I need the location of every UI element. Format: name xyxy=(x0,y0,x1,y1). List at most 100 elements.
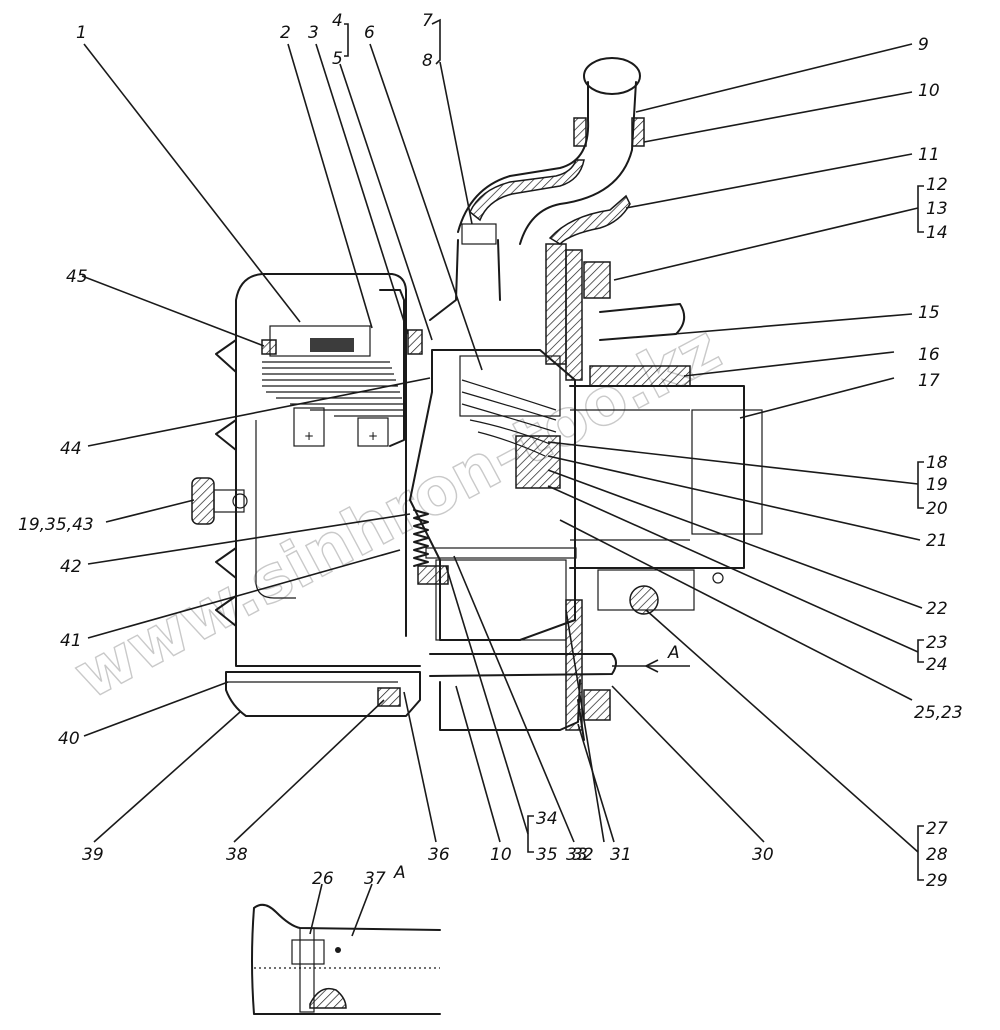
callout-22: 22 xyxy=(926,599,948,619)
motor-clamp xyxy=(261,339,277,355)
callout-3: 3 xyxy=(308,23,319,43)
callout-18: 18 xyxy=(926,453,948,473)
pump-body xyxy=(569,385,745,569)
callout-37: 37 xyxy=(364,869,386,889)
detail-clip xyxy=(291,939,325,965)
callout-31: 31 xyxy=(610,845,632,865)
callout-4: 4 xyxy=(332,11,343,31)
callout-5: 5 xyxy=(332,49,343,69)
bottom-pan xyxy=(225,671,421,717)
callout-17: 17 xyxy=(918,371,940,391)
callout-16: 16 xyxy=(918,345,940,365)
callout-24: 24 xyxy=(926,655,948,675)
mount-bolt-upper xyxy=(583,261,611,299)
callout-labels: 1 2 3 4 5 6 7 8 9 10 11 12 13 14 15 16 1… xyxy=(18,11,963,891)
pipe-clamp-left xyxy=(573,117,587,147)
callout-10-lower: 10 xyxy=(490,845,512,865)
base-stem xyxy=(577,699,585,741)
leader-lines xyxy=(81,18,924,881)
svg-text:+: + xyxy=(304,429,314,443)
callout-36: 36 xyxy=(428,845,450,865)
callout-10: 10 xyxy=(918,81,940,101)
callout-33: 33 xyxy=(566,845,588,865)
callout-38: 38 xyxy=(226,845,248,865)
lower-chamber xyxy=(435,559,567,641)
callout-40: 40 xyxy=(58,729,80,749)
callout-20: 20 xyxy=(926,499,948,519)
terminal-block-left xyxy=(293,407,325,447)
spring-seat xyxy=(417,565,449,585)
pump-shaft-section xyxy=(629,585,659,615)
callout-6: 6 xyxy=(364,23,375,43)
pipe-clamp-right xyxy=(631,117,645,147)
pipe-wall-left xyxy=(469,159,585,222)
callout-23: 23 xyxy=(926,633,948,653)
burner-core xyxy=(515,435,561,489)
callout-30: 30 xyxy=(752,845,774,865)
control-knob xyxy=(191,477,248,525)
fan-fins xyxy=(262,361,404,417)
callout-21: 21 xyxy=(926,531,948,551)
main-assembly: + + xyxy=(191,57,763,741)
mount-bolt-lower xyxy=(583,689,611,721)
detail-outline xyxy=(251,907,441,1015)
bracket-arm xyxy=(599,303,686,341)
section-marker-a: A xyxy=(667,643,680,663)
pipe-outlet xyxy=(583,57,641,95)
callout-7: 7 xyxy=(422,11,433,31)
fan-motor: + + xyxy=(261,289,423,447)
callout-26: 26 xyxy=(312,869,334,889)
mount-plate-gasket xyxy=(565,249,583,381)
callout-34: 34 xyxy=(536,809,558,829)
callout-45: 45 xyxy=(66,267,88,287)
callout-14: 14 xyxy=(926,223,948,243)
callout-9: 9 xyxy=(918,35,929,55)
callout-13: 13 xyxy=(926,199,948,219)
callout-19: 19 xyxy=(926,475,948,495)
fan-bearing xyxy=(407,329,423,355)
detail-view-a: 26 37 A xyxy=(251,863,441,1015)
callout-25-23: 25,23 xyxy=(914,703,963,723)
callout-32: 32 xyxy=(572,845,594,865)
callout-12: 12 xyxy=(926,175,948,195)
callout-44: 44 xyxy=(60,439,82,459)
callout-39: 39 xyxy=(82,845,104,865)
section-arrow xyxy=(645,659,659,673)
pipe-wall-right xyxy=(548,194,631,245)
callout-42: 42 xyxy=(60,557,82,577)
casing-fins xyxy=(215,339,237,627)
mid-plate xyxy=(425,547,577,559)
callout-11: 11 xyxy=(918,145,940,165)
pipe-outer-right xyxy=(519,81,637,245)
outer-casing xyxy=(235,273,421,667)
callout-35: 35 xyxy=(536,845,558,865)
knob-stem xyxy=(213,489,245,513)
mount-plate-upper xyxy=(545,243,567,365)
pipe-nut xyxy=(461,223,497,245)
detail-top-edge xyxy=(253,903,441,931)
combustion-chamber xyxy=(459,355,561,417)
terminal-block-right xyxy=(357,417,389,447)
exhaust-pipe xyxy=(429,57,645,321)
motor-shaft xyxy=(310,338,354,352)
inner-casing-wall xyxy=(255,420,296,599)
detail-weld xyxy=(309,987,347,1009)
callout-29: 29 xyxy=(926,871,948,891)
callout-19-35-43: 19,35,43 xyxy=(18,515,94,535)
callout-27: 27 xyxy=(926,819,948,839)
flange-ring xyxy=(589,365,691,387)
pump-cover xyxy=(691,409,763,535)
detail-view-title: A xyxy=(393,863,406,883)
callout-2: 2 xyxy=(280,23,291,43)
callout-28: 28 xyxy=(926,845,948,865)
callout-41: 41 xyxy=(60,631,82,651)
detail-flange xyxy=(299,927,315,1013)
callout-1: 1 xyxy=(76,23,87,43)
pipe-neck xyxy=(429,239,501,321)
pump-housing xyxy=(569,385,763,615)
knob-grip xyxy=(191,477,215,525)
svg-text:+: + xyxy=(368,429,378,443)
callout-15: 15 xyxy=(918,303,940,323)
